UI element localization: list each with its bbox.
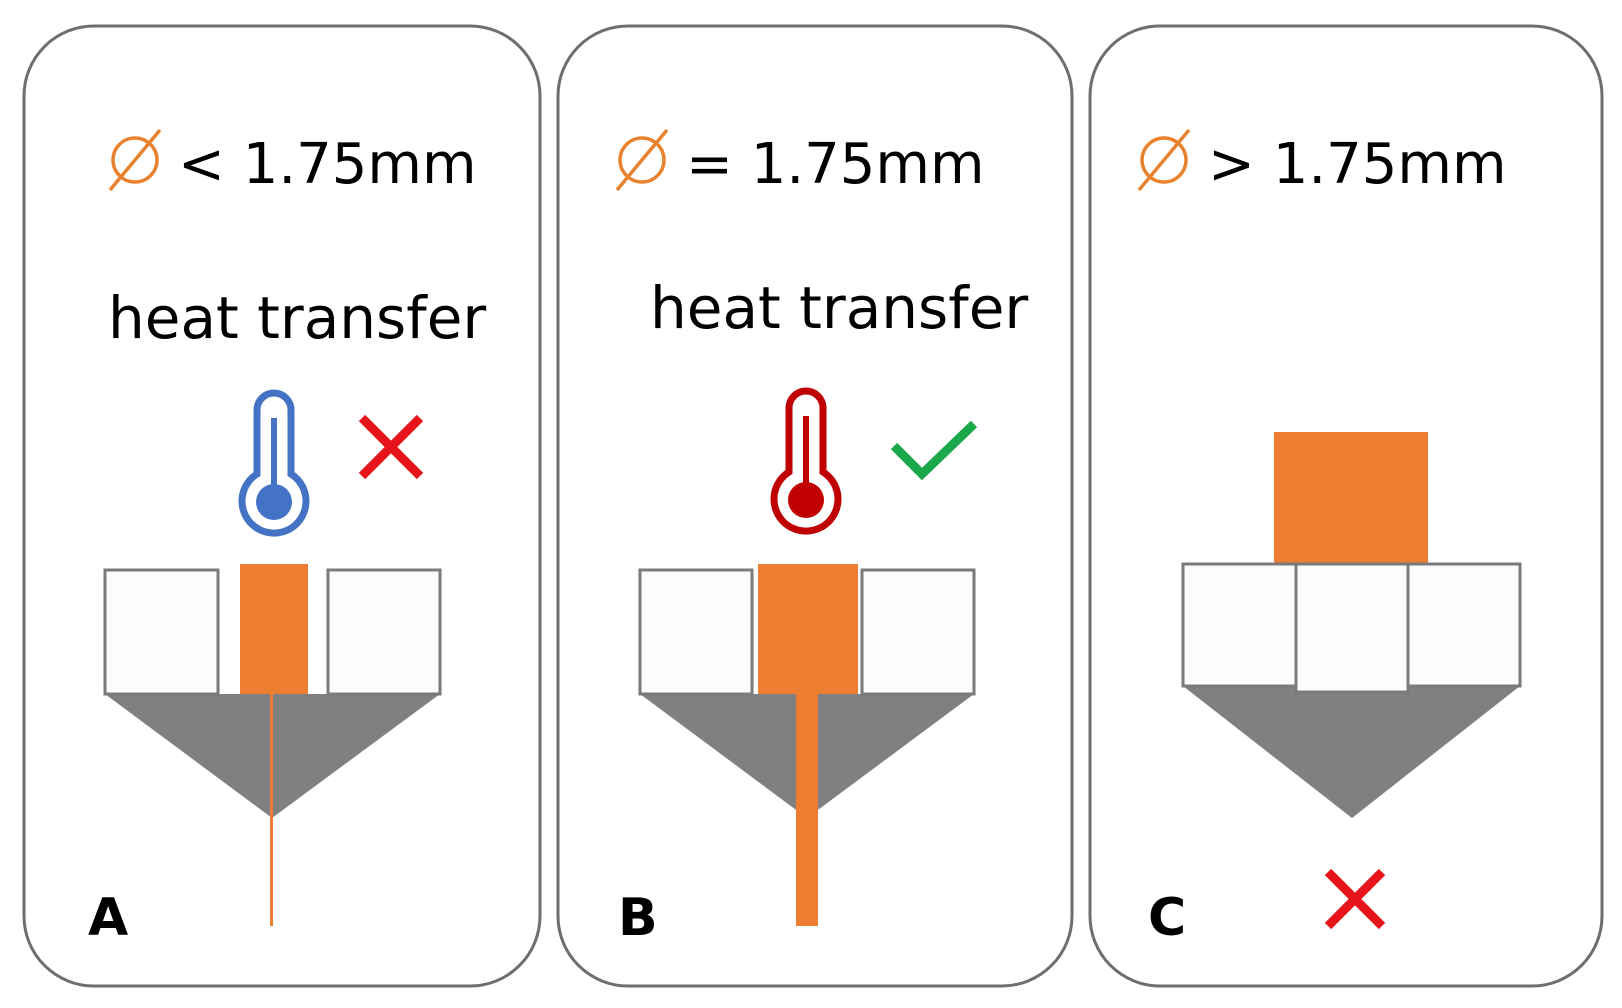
- panel-a-condition: < 1.75mm: [178, 132, 477, 197]
- heater-block-right: [860, 568, 976, 696]
- panel-b: = 1.75mm heat transfer B: [556, 24, 1074, 988]
- filament-strand: [1274, 432, 1428, 564]
- filament-strand: [240, 564, 308, 694]
- panel-a: < 1.75mm heat transfer A: [22, 24, 542, 988]
- filament-strand: [758, 564, 858, 694]
- diameter-icon: [615, 128, 669, 192]
- diameter-icon: [1137, 128, 1191, 192]
- panel-b-condition: = 1.75mm: [686, 132, 985, 197]
- extruded-filament: [796, 694, 818, 926]
- cross-mark-icon: [358, 414, 424, 480]
- panel-c-letter: C: [1148, 888, 1186, 948]
- panel-c: > 1.75mm C: [1088, 24, 1604, 988]
- panel-b-heat-label: heat transfer: [650, 274, 1028, 342]
- heater-block-left: [638, 568, 754, 696]
- panel-a-heat-label: heat transfer: [108, 284, 486, 352]
- cross-mark-icon: [1324, 868, 1386, 930]
- panel-c-condition: > 1.75mm: [1208, 132, 1507, 197]
- heater-block-left: [1181, 562, 1298, 688]
- nozzle: [1183, 686, 1520, 818]
- cold-thermometer-icon: [238, 389, 310, 537]
- heater-block-left: [103, 568, 220, 696]
- diameter-icon: [108, 128, 162, 192]
- panel-b-letter: B: [618, 888, 658, 948]
- heater-block-right: [326, 568, 442, 696]
- extruded-filament: [270, 694, 273, 926]
- heater-block-right: [1406, 562, 1522, 688]
- heater-block-center: [1294, 562, 1410, 694]
- panel-a-letter: A: [88, 888, 128, 948]
- hot-thermometer-icon: [770, 387, 842, 535]
- check-mark-icon: [890, 420, 978, 481]
